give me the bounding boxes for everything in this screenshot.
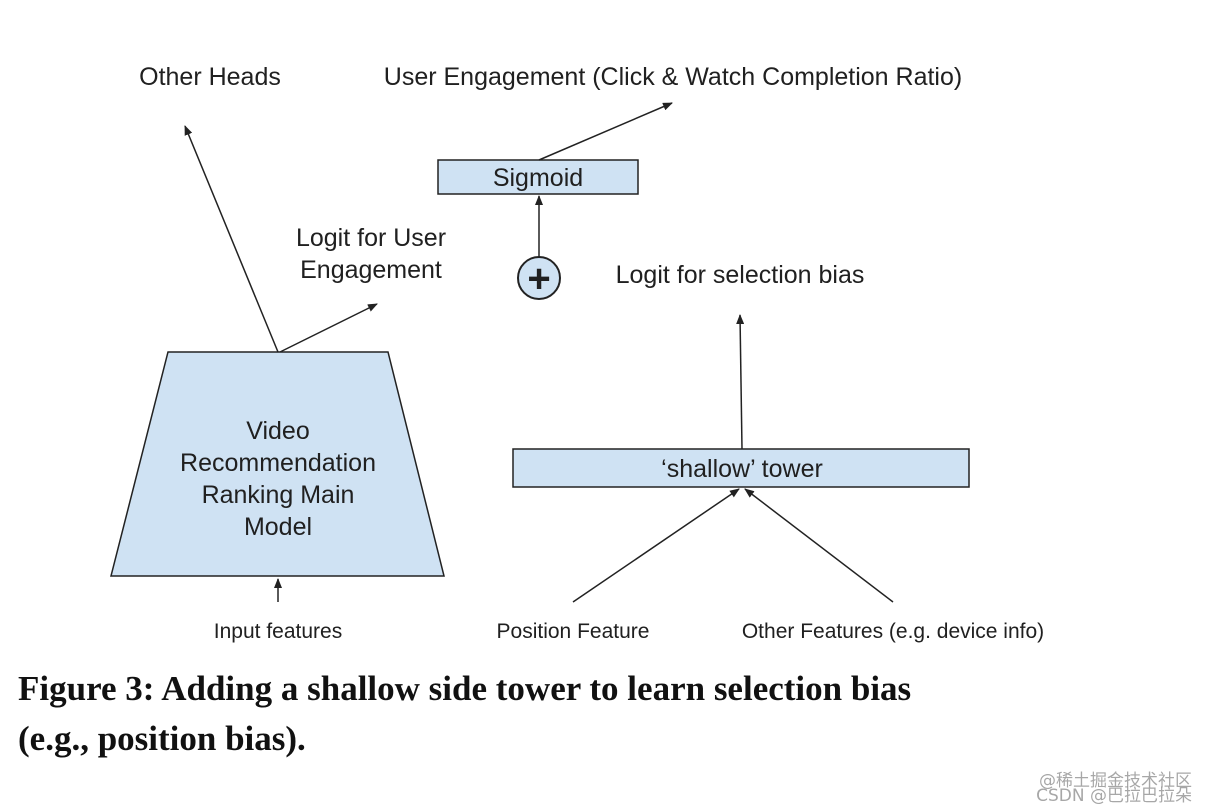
label-other-features: Other Features (e.g. device info) — [742, 620, 1044, 643]
label-main-model-line1: Video — [246, 417, 310, 445]
arrow-other-features-to-shallow — [744, 488, 894, 603]
label-input-features: Input features — [214, 620, 342, 643]
label-logit-user-line1: Logit for User — [296, 224, 446, 252]
watermark-csdn: CSDN @巴拉巴拉朵 — [1036, 786, 1192, 806]
arrow-main-to-user-logit — [279, 303, 378, 353]
label-user-engagement: User Engagement (Click & Watch Completio… — [384, 63, 962, 91]
label-main-model-line4: Model — [244, 513, 312, 541]
label-sigmoid: Sigmoid — [493, 164, 583, 192]
caption-line-1: Figure 3: Adding a shallow side tower to… — [18, 669, 912, 708]
arrow-main-to-other-heads — [184, 125, 279, 353]
figure-caption: Figure 3: Adding a shallow side tower to… — [18, 664, 1168, 764]
label-other-heads: Other Heads — [139, 63, 281, 91]
watermark-juejin: @稀土掘金技术社区 — [1039, 771, 1192, 791]
label-main-model-line2: Recommendation — [180, 449, 376, 477]
arrow-shallow-to-selection-logit — [736, 314, 745, 450]
diagram-canvas: + Other Heads User Engagement (Click & W… — [110, 63, 1044, 643]
label-logit-user-line2: Engagement — [300, 256, 442, 284]
arrow-position-to-shallow — [572, 488, 740, 603]
label-position-feature: Position Feature — [497, 620, 650, 643]
sigmoid-box — [437, 159, 639, 195]
arrow-sigmoid-to-engagement — [538, 102, 673, 161]
label-logit-selection: Logit for selection bias — [616, 261, 865, 289]
main-model-trapezoid — [110, 351, 445, 577]
shallow-tower-box — [512, 448, 970, 488]
caption-line-2: (e.g., position bias). — [18, 719, 306, 758]
label-main-model-line3: Ranking Main — [202, 481, 355, 509]
label-shallow-tower: ‘shallow’ tower — [661, 455, 823, 483]
sum-node-plus: + — [527, 257, 550, 301]
